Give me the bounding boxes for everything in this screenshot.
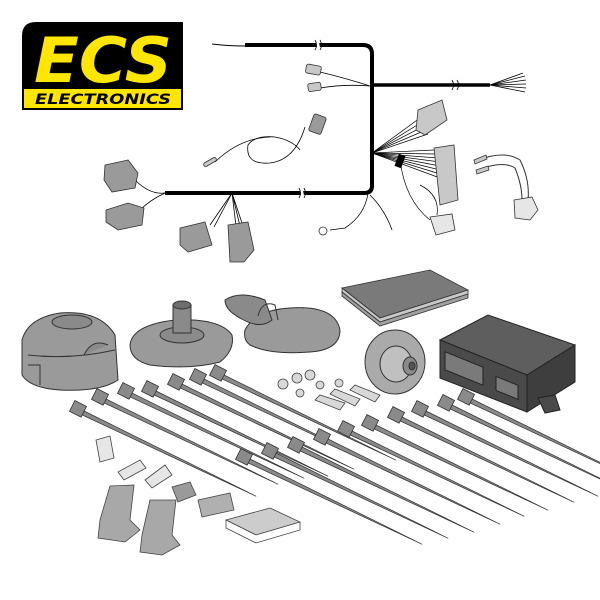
logo-subtitle-text: ELECTRONICS bbox=[35, 92, 171, 108]
cable-tie-icon bbox=[234, 448, 423, 545]
plug-icon bbox=[308, 113, 327, 135]
socket-icon bbox=[21, 312, 119, 391]
connector-icon bbox=[105, 202, 145, 231]
scotch-lock-icon bbox=[97, 484, 141, 543]
harness-connectors bbox=[103, 63, 539, 263]
plug-icon bbox=[307, 81, 322, 92]
cable-tie-icon bbox=[68, 400, 257, 497]
cable-tie-icon bbox=[360, 414, 549, 511]
cable-tie-icon bbox=[208, 364, 397, 461]
pin-terminal-icon bbox=[473, 154, 488, 165]
cable-tie-icon bbox=[286, 436, 475, 533]
plug-icon bbox=[171, 481, 197, 503]
pin-terminal-icon bbox=[475, 165, 490, 175]
connector-icon bbox=[415, 99, 448, 136]
cable-tie-icon bbox=[140, 380, 329, 477]
cable-tie-icon bbox=[90, 388, 279, 485]
booklet-icon bbox=[341, 269, 470, 327]
module-icon bbox=[438, 314, 577, 414]
connector-icon bbox=[429, 213, 456, 236]
grommet-icon bbox=[364, 329, 426, 395]
cable-tie-icon bbox=[436, 394, 600, 480]
connector-icon bbox=[433, 144, 459, 206]
cable-tie-icon bbox=[410, 400, 599, 497]
small-parts bbox=[95, 435, 302, 556]
terminal-icon bbox=[117, 459, 147, 481]
ecs-logo: ECS ELECTRONICS bbox=[22, 22, 183, 110]
connector-icon bbox=[103, 159, 139, 193]
cable-tie-icon bbox=[336, 420, 525, 517]
cable-tie-icon bbox=[456, 388, 600, 464]
scotch-lock-icon bbox=[139, 499, 181, 556]
connector-icon bbox=[227, 221, 255, 263]
gasket-icon bbox=[224, 294, 341, 354]
pin-terminal-icon bbox=[203, 157, 217, 167]
ground-ring-icon bbox=[318, 226, 328, 236]
connector-icon bbox=[513, 196, 539, 221]
cable-tie-icon bbox=[166, 373, 355, 470]
mount-plate-icon bbox=[129, 300, 233, 368]
cable-tie-icon bbox=[312, 428, 501, 525]
plug-icon bbox=[197, 492, 235, 518]
wiring-harness bbox=[134, 39, 527, 231]
cable-tie-icon bbox=[116, 382, 305, 479]
cable-tie-icon bbox=[386, 406, 575, 503]
hardware-icon bbox=[277, 369, 381, 411]
terminal-icon bbox=[144, 464, 173, 489]
logo-brand-text: ECS bbox=[34, 24, 172, 97]
cable-ties bbox=[68, 364, 600, 545]
fuse-icon bbox=[95, 435, 115, 463]
plug-icon bbox=[305, 63, 322, 76]
cable-tie-icon bbox=[188, 368, 377, 465]
connector-icon bbox=[179, 221, 213, 253]
cable-tie-icon bbox=[260, 442, 449, 539]
